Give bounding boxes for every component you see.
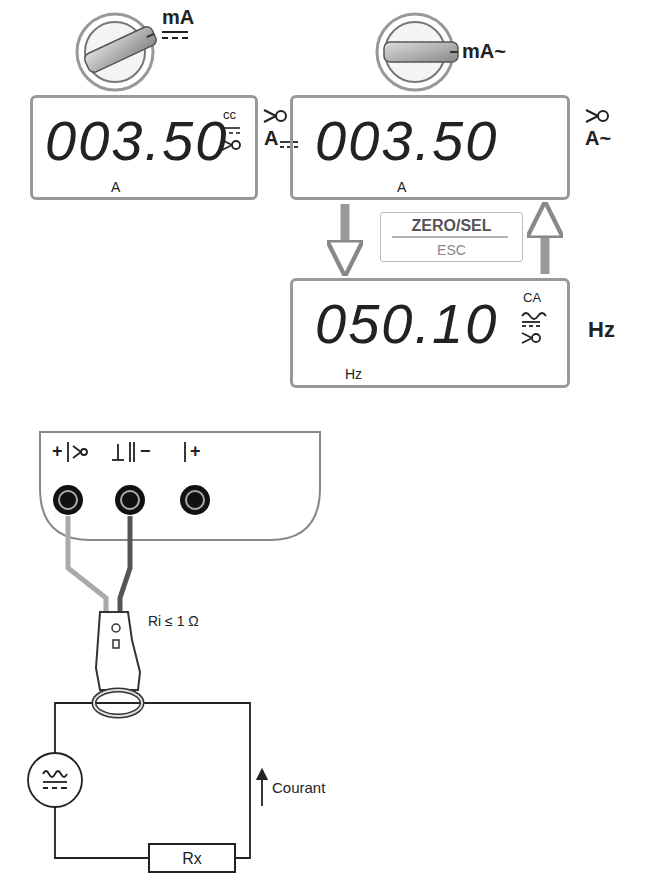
terminal-label: + [52, 442, 63, 462]
clamp-symbol [264, 110, 286, 122]
lcd-display: 003.50Acc [30, 95, 258, 200]
display-value: 050.10 [315, 293, 498, 355]
resistor-symbol: Rx [148, 843, 236, 873]
zero-sel-esc-button: ZERO/SEL ESC [380, 212, 523, 262]
unit: A [111, 180, 120, 195]
current-label: Courant [272, 780, 325, 797]
unit: Hz [345, 367, 362, 382]
unit: A [397, 180, 406, 195]
clamp-symbol [586, 110, 608, 122]
circuit-wire [55, 703, 250, 858]
socket-markings [68, 442, 185, 462]
button-divider [392, 236, 508, 238]
mode-indicator: CA [523, 291, 541, 305]
meter-housing [40, 432, 320, 540]
rotary-switch [377, 14, 458, 90]
resistor-label: Rx [150, 850, 234, 868]
test-lead [120, 516, 130, 614]
socket [53, 485, 210, 515]
unit-label: Hz [588, 318, 615, 342]
ac-symbol [522, 313, 546, 326]
terminal-label: − [140, 442, 151, 462]
clamp-symbol [522, 333, 540, 343]
dc-symbol [162, 32, 188, 38]
display-value: 003.50 [315, 110, 498, 172]
unit-label: A~ [585, 127, 611, 149]
flow-arrow [541, 216, 550, 274]
unit-label: A [264, 127, 278, 149]
current-clamp [94, 612, 142, 716]
mode-indicator: cc [223, 108, 236, 122]
resistance-note: Ri ≤ 1 Ω [148, 614, 199, 629]
test-lead [68, 516, 106, 614]
rotary-switch [77, 14, 158, 90]
button-label: ZERO/SEL [381, 217, 522, 235]
range-label: mA [162, 6, 194, 28]
button-label: ESC [381, 243, 522, 258]
flow-arrow [341, 204, 350, 262]
terminal-label: + [190, 442, 201, 462]
display-value: 003.50 [45, 110, 228, 172]
lcd-display: 003.50A [290, 95, 570, 200]
voltage-source [28, 753, 82, 807]
dc-symbol [280, 142, 298, 147]
current-arrow [261, 774, 263, 806]
lcd-display: 050.10Hz CA [290, 278, 570, 388]
range-label: mA~ [462, 40, 506, 62]
